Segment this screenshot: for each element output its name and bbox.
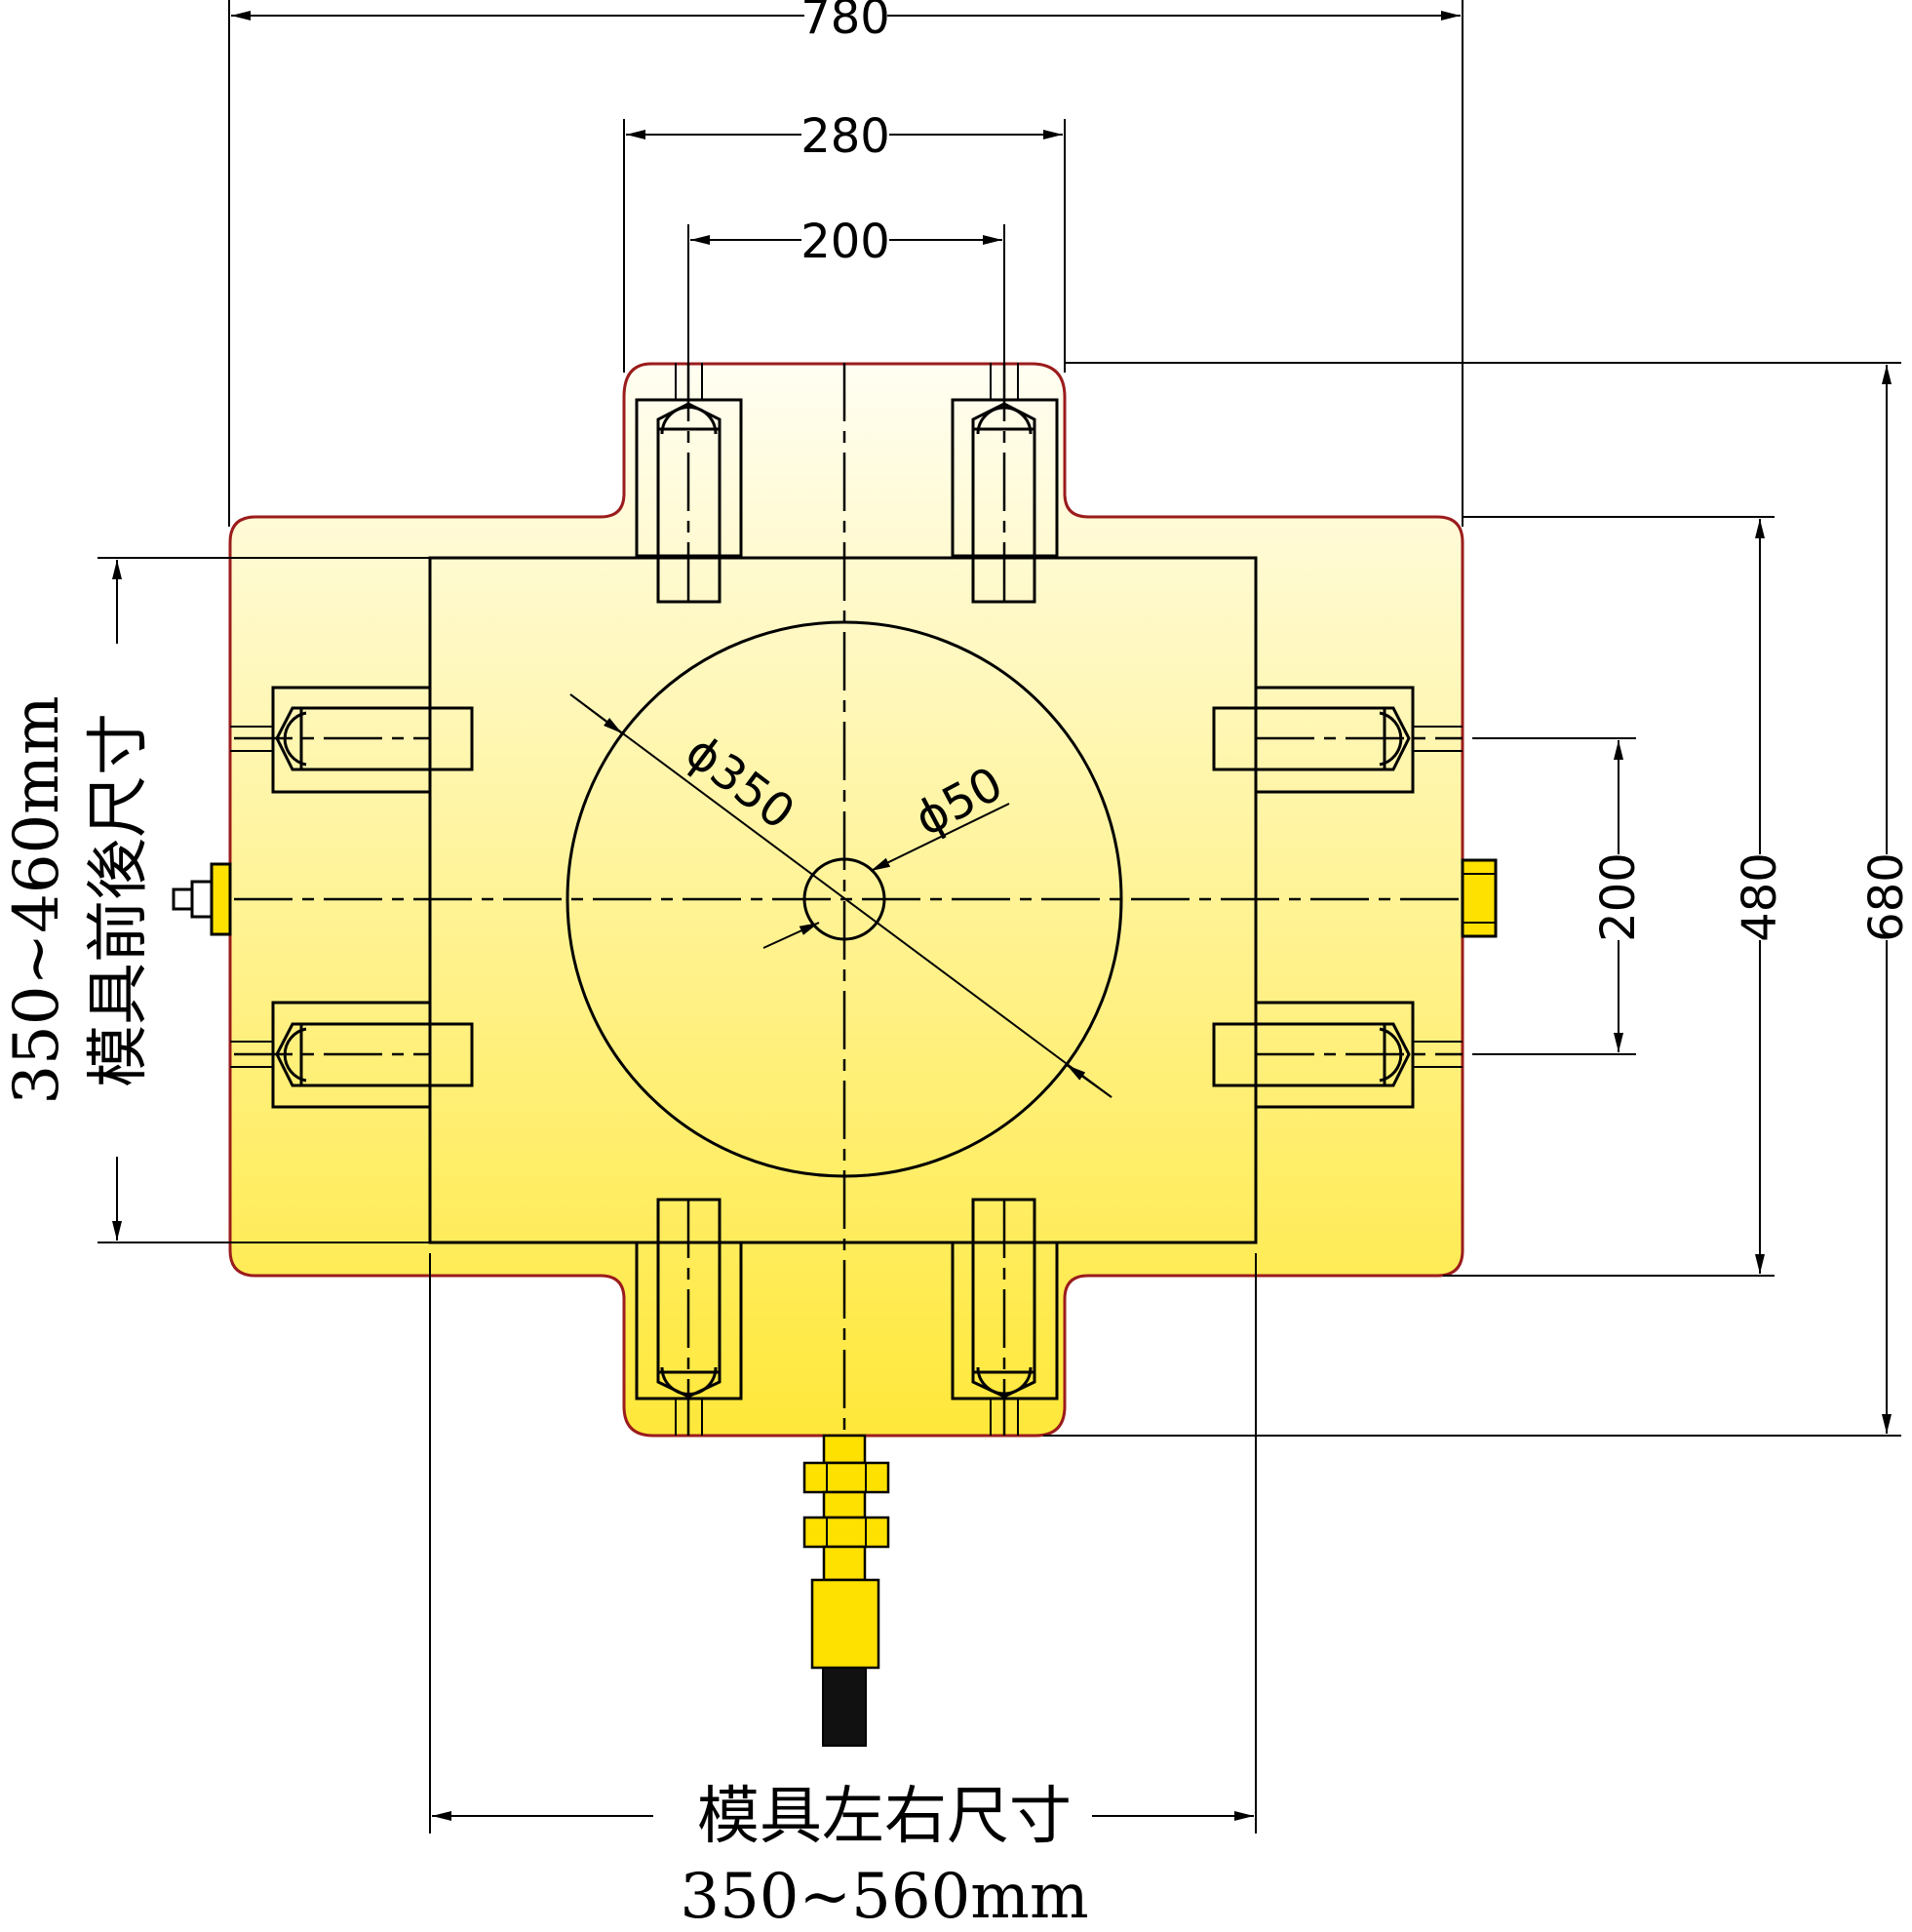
dimension-200-top: 200 xyxy=(687,215,1005,363)
dimension-200-right-label: 200 xyxy=(1591,852,1646,942)
dimension-200-top-label: 200 xyxy=(800,215,890,269)
dimension-680: 680 xyxy=(1043,362,1912,1437)
mold-left-right-label: 模具左右尺寸 xyxy=(697,1781,1072,1853)
fitting-black-plug xyxy=(822,1667,867,1747)
dimension-280-label: 280 xyxy=(800,109,890,164)
mold-front-back-dimension: 模具前後尺寸 350~460mm xyxy=(1,557,430,1243)
left-side-nut xyxy=(172,862,232,936)
mold-left-right-range: 350~560mm xyxy=(680,1861,1088,1932)
mold-front-back-range: 350~460mm xyxy=(1,695,73,1104)
diameter-350-leader xyxy=(569,693,1112,1098)
diameter-50-leader xyxy=(870,803,1010,872)
dimension-680-label: 680 xyxy=(1859,852,1912,942)
dimension-780-label: 780 xyxy=(800,0,890,45)
right-side-nut xyxy=(1461,858,1498,938)
dimension-480-label: 480 xyxy=(1733,852,1787,942)
dimension-480: 480 xyxy=(1443,516,1787,1277)
dimension-200-right: 200 xyxy=(1472,737,1646,1055)
dimension-280: 280 xyxy=(623,109,1066,373)
hydraulic-fitting xyxy=(802,1434,890,1747)
dimension-780: 780 xyxy=(228,0,1463,527)
mold-left-right-dimension: 模具左右尺寸 350~560mm xyxy=(429,1253,1257,1932)
mold-front-back-label: 模具前後尺寸 xyxy=(83,713,155,1087)
